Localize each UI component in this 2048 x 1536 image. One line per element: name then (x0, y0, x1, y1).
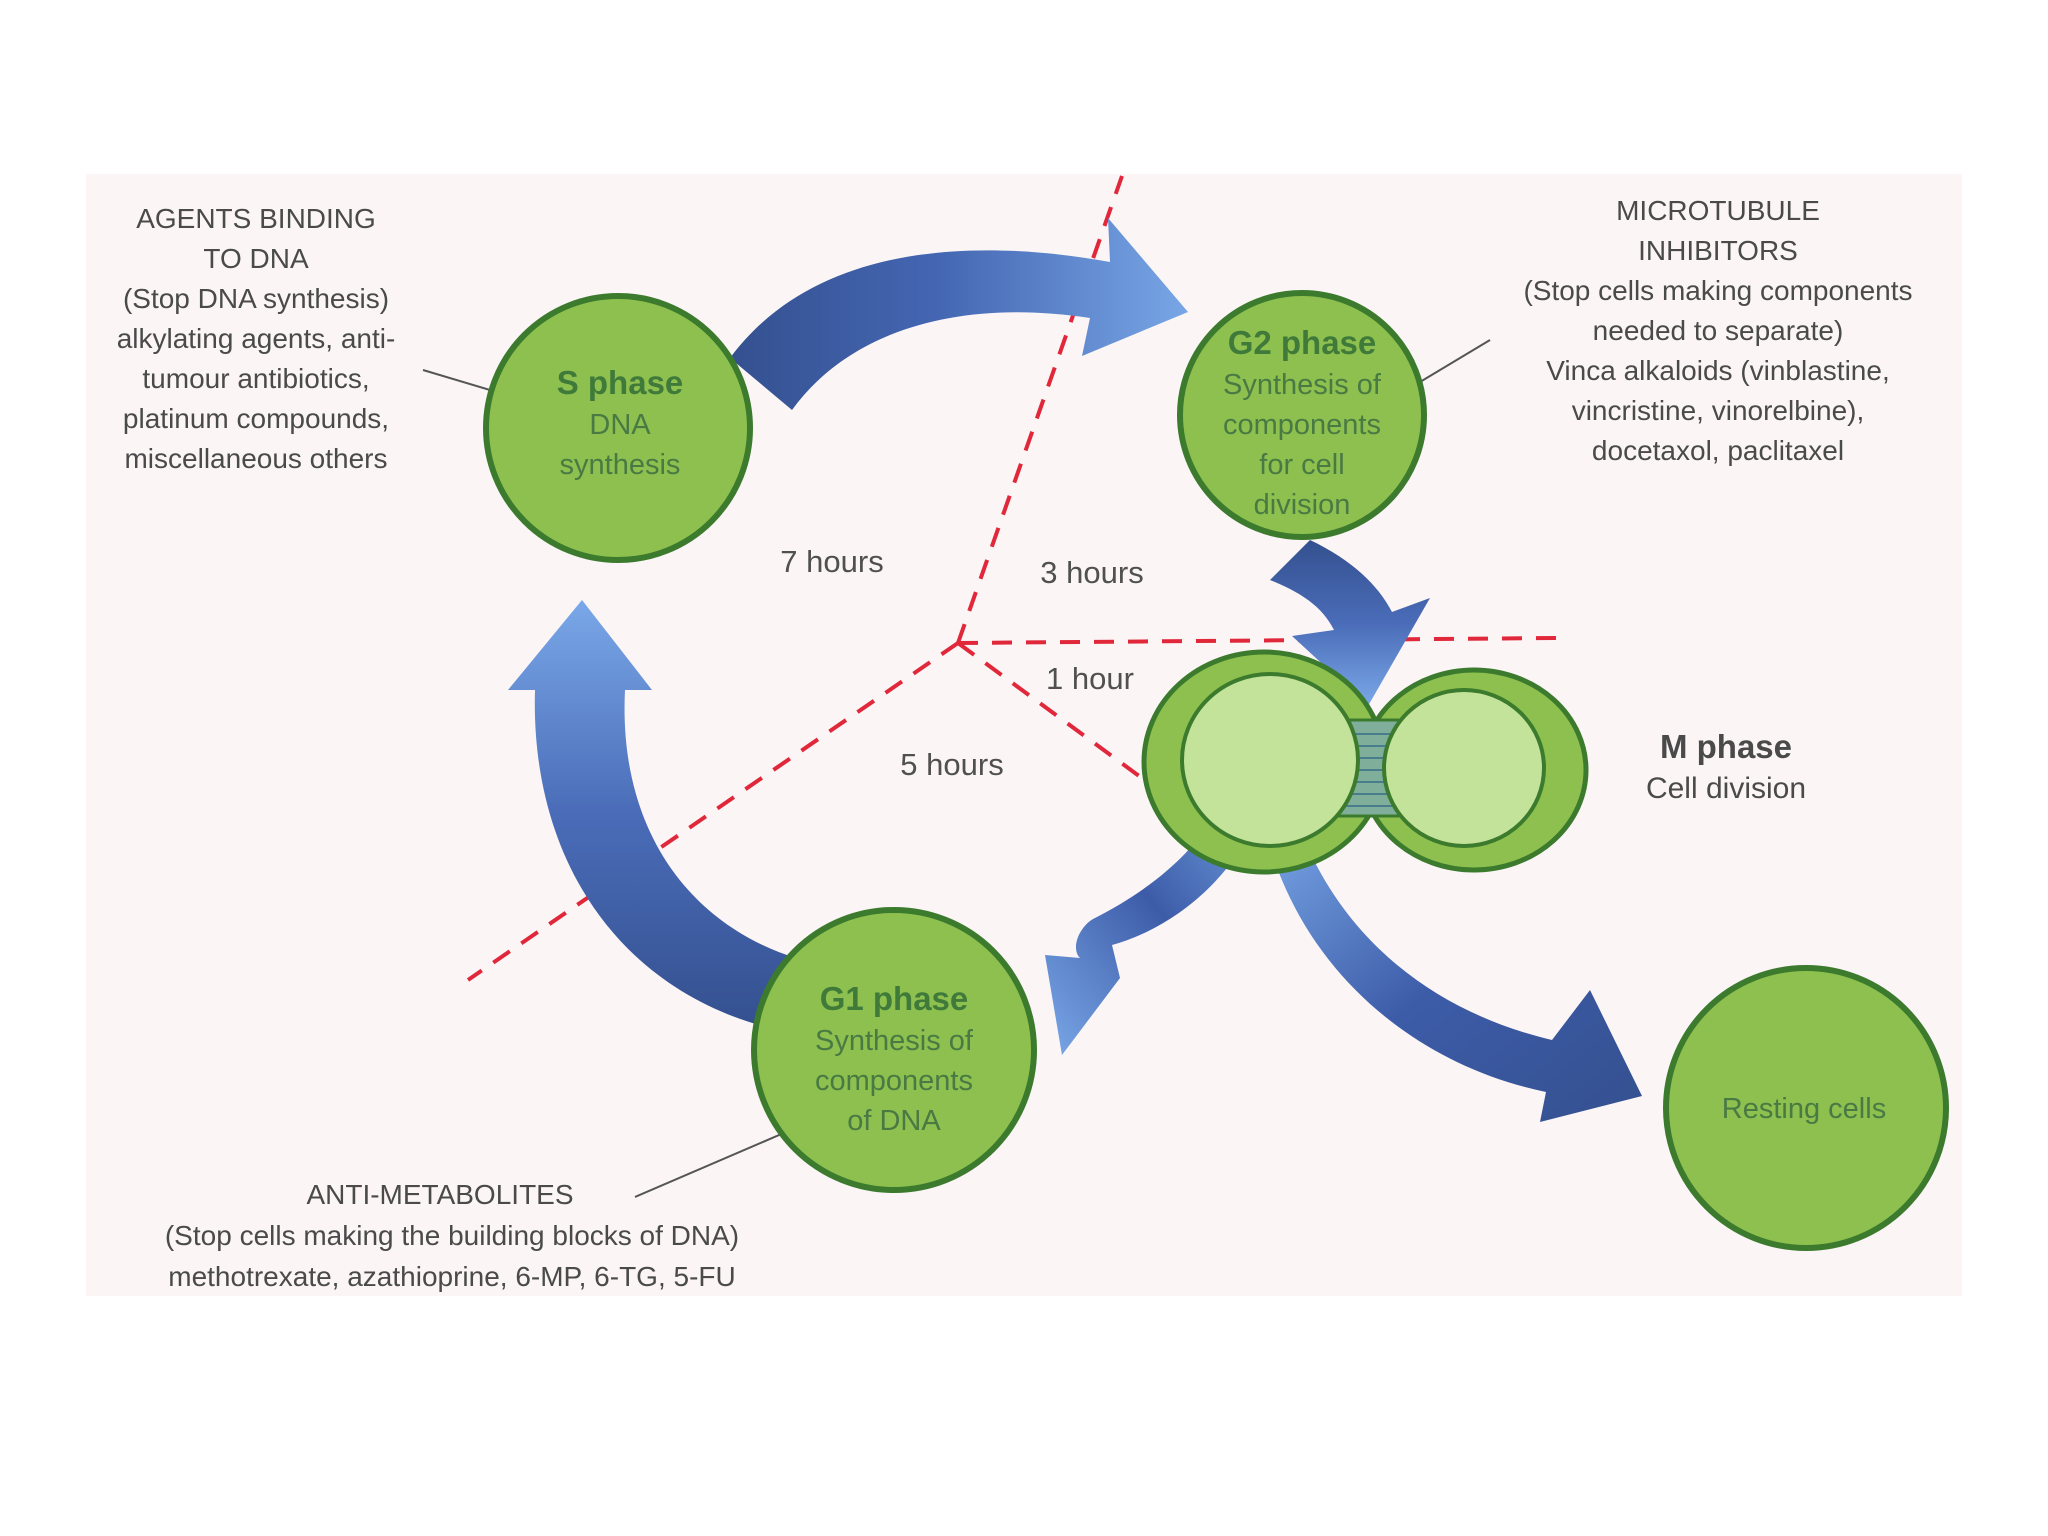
arrow-m-to-resting (1268, 818, 1642, 1122)
resting-label: Resting cells (1722, 1093, 1886, 1125)
m-phase-line-1: Cell division (1646, 772, 1806, 805)
microtubule-line-2: INHIBITORS (1638, 235, 1798, 266)
g1-phase-circle (751, 907, 1037, 1193)
g2-phase-cell: G2 phase Synthesis of components for cel… (1177, 290, 1427, 540)
cycle-arrows (508, 218, 1642, 1122)
m-right-inner (1382, 688, 1546, 848)
arrow-g2-to-m (1270, 540, 1430, 706)
annotation-microtubule: MICROTUBULE INHIBITORS (Stop cells makin… (1523, 195, 1912, 466)
dna-binding-line-7: miscellaneous others (124, 443, 387, 474)
s-phase-line-1: DNA (589, 409, 651, 441)
m-phase-label: M phase Cell division (1646, 728, 1806, 805)
m-left-inner (1180, 672, 1360, 848)
divider-s-g2 (956, 175, 1124, 644)
timing-g1: 5 hours (900, 747, 1003, 782)
g1-phase-line-2: components (815, 1065, 973, 1097)
pointer-antimetabolites (634, 1125, 801, 1198)
g2-phase-circle (1177, 290, 1427, 540)
microtubule-line-3: (Stop cells making components (1523, 275, 1912, 306)
timing-labels: 7 hours 3 hours 1 hour 5 hours (780, 544, 1143, 782)
pointer-microtubule (1419, 339, 1491, 383)
microtubule-line-5: Vinca alkaloids (vinblastine, (1546, 355, 1889, 386)
timing-g2: 3 hours (1040, 555, 1143, 590)
microtubule-line-4: needed to separate) (1593, 315, 1844, 346)
s-phase-cell: S phase DNA synthesis (483, 293, 753, 563)
arrow-s-to-g2 (730, 218, 1188, 410)
antimetabolites-line-1: ANTI-METABOLITES (306, 1179, 573, 1210)
g2-phase-line-2: components (1223, 409, 1381, 441)
g1-phase-line-1: Synthesis of (815, 1025, 974, 1057)
divider-m-g1 (956, 641, 1250, 858)
microtubule-line-6: vincristine, vinorelbine), (1572, 395, 1865, 426)
g1-phase-cell: G1 phase Synthesis of components of DNA (751, 907, 1037, 1193)
phase-dividers (466, 175, 1559, 982)
dna-binding-line-2: TO DNA (203, 243, 309, 274)
arrow-g1-to-s (508, 600, 796, 1028)
dna-binding-line-1: AGENTS BINDING (136, 203, 376, 234)
resting-circle (1663, 965, 1949, 1251)
timing-m: 1 hour (1046, 661, 1134, 696)
antimetabolites-line-3: methotrexate, azathioprine, 6-MP, 6-TG, … (168, 1261, 736, 1292)
resting-cells: Resting cells (1663, 965, 1949, 1251)
microtubule-line-7: docetaxol, paclitaxel (1592, 435, 1844, 466)
s-phase-title: S phase (557, 364, 684, 401)
annotation-antimetabolites: ANTI-METABOLITES (Stop cells making the … (165, 1179, 739, 1292)
dna-binding-line-5: tumour antibiotics, (142, 363, 369, 394)
timing-s: 7 hours (780, 544, 883, 579)
antimetabolites-line-2: (Stop cells making the building blocks o… (165, 1220, 739, 1251)
g1-phase-title: G1 phase (820, 980, 969, 1017)
divider-g1-s (466, 641, 960, 982)
annotation-dna-binding: AGENTS BINDING TO DNA (Stop DNA synthesi… (117, 203, 396, 474)
g1-phase-line-3: of DNA (847, 1105, 941, 1137)
g2-phase-line-4: division (1254, 489, 1351, 521)
m-phase-cell (1141, 649, 1589, 875)
dna-binding-line-4: alkylating agents, anti- (117, 323, 396, 354)
s-phase-line-2: synthesis (560, 449, 681, 481)
arrow-m-to-g1 (1045, 800, 1258, 1055)
dna-binding-line-6: platinum compounds, (123, 403, 389, 434)
m-phase-title: M phase (1660, 728, 1792, 765)
g2-phase-line-3: for cell (1259, 449, 1344, 481)
g2-phase-title: G2 phase (1228, 324, 1377, 361)
microtubule-line-1: MICROTUBULE (1616, 195, 1820, 226)
dna-binding-line-3: (Stop DNA synthesis) (123, 283, 389, 314)
s-phase-circle (483, 293, 753, 563)
g2-phase-line-1: Synthesis of (1223, 369, 1382, 401)
